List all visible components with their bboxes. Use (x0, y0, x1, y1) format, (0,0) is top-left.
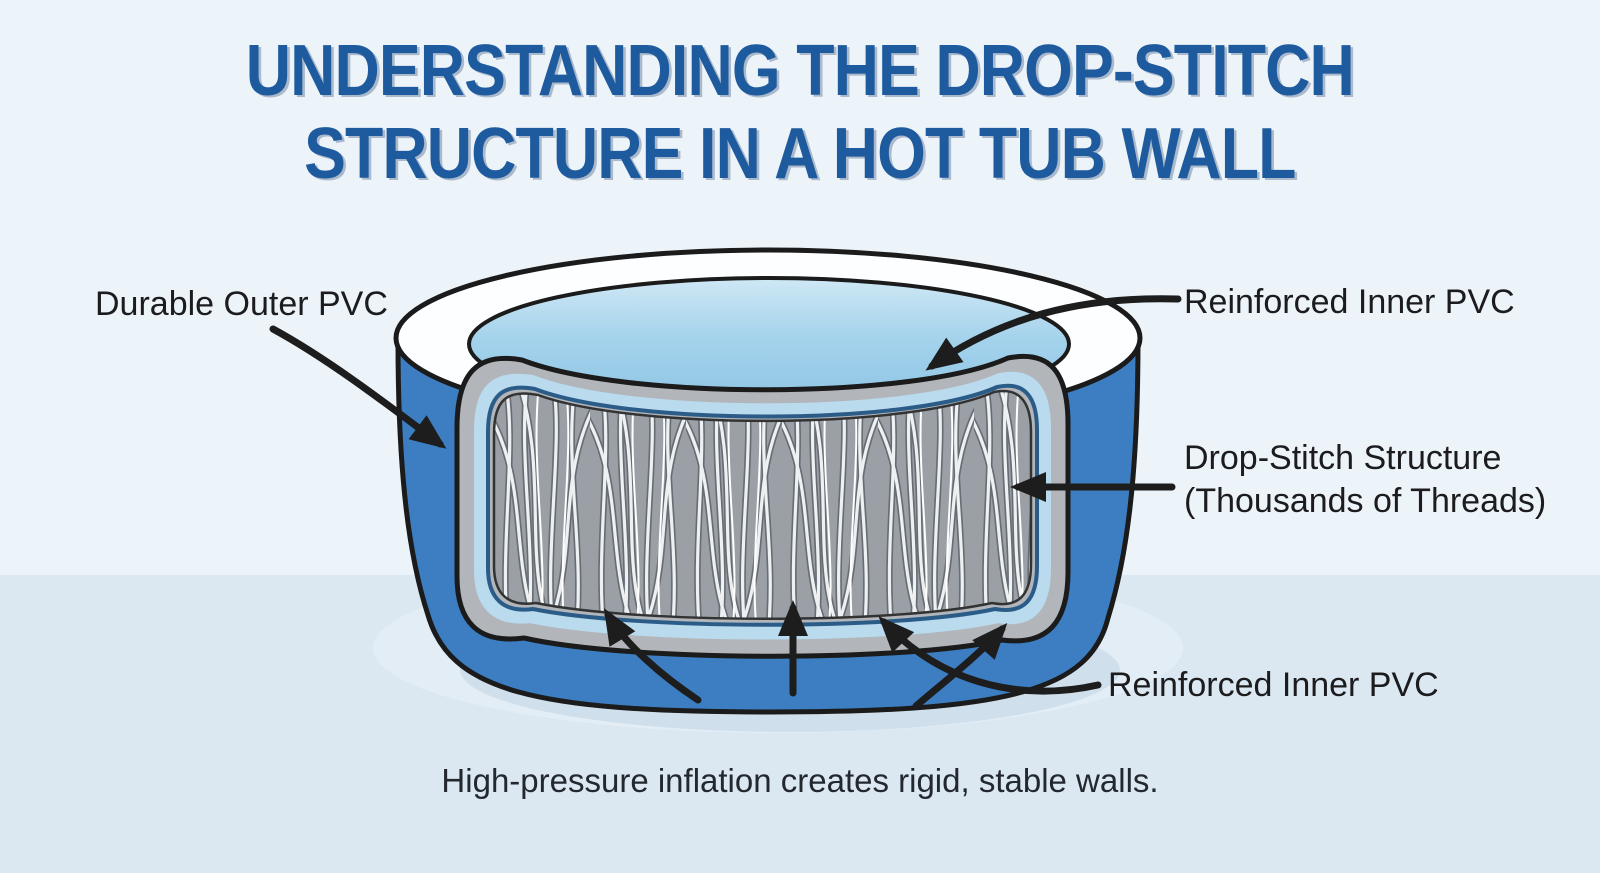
page-title: UNDERSTANDING THE DROP-STITCH STRUCTURE … (0, 30, 1600, 196)
inner-pvc-line (486, 383, 1039, 627)
caption: High-pressure inflation creates rigid, s… (441, 762, 1159, 799)
label-drop-stitch-line2: (Thousands of Threads) (1184, 482, 1547, 520)
arrow-reinforced-inner-pvc-top (925, 295, 1182, 371)
arrow-durable-outer-pvc (269, 325, 447, 449)
arrow-reinforced-inner-pvc-bottom (878, 616, 1102, 695)
label-reinforced-inner-pvc-top: Reinforced Inner PVC (1184, 283, 1515, 321)
page-title-line1: UNDERSTANDING THE DROP-STITCH (245, 31, 1355, 111)
inner-pvc-band (474, 371, 1051, 640)
label-reinforced-inner-pvc-bottom: Reinforced Inner PVC (1108, 666, 1439, 704)
arrow-bottom-left (603, 608, 702, 704)
label-drop-stitch-line1: Drop-Stitch Structure (1184, 439, 1502, 477)
label-durable-outer-pvc: Durable Outer PVC (95, 285, 388, 323)
drop-stitch-threads (492, 389, 1033, 620)
arrow-bottom-cross (912, 622, 1008, 710)
label-drop-stitch-structure: Drop-Stitch Structure (Thousands of Thre… (1184, 437, 1546, 523)
page-title-line2: STRUCTURE IN A HOT TUB WALL (304, 114, 1296, 194)
